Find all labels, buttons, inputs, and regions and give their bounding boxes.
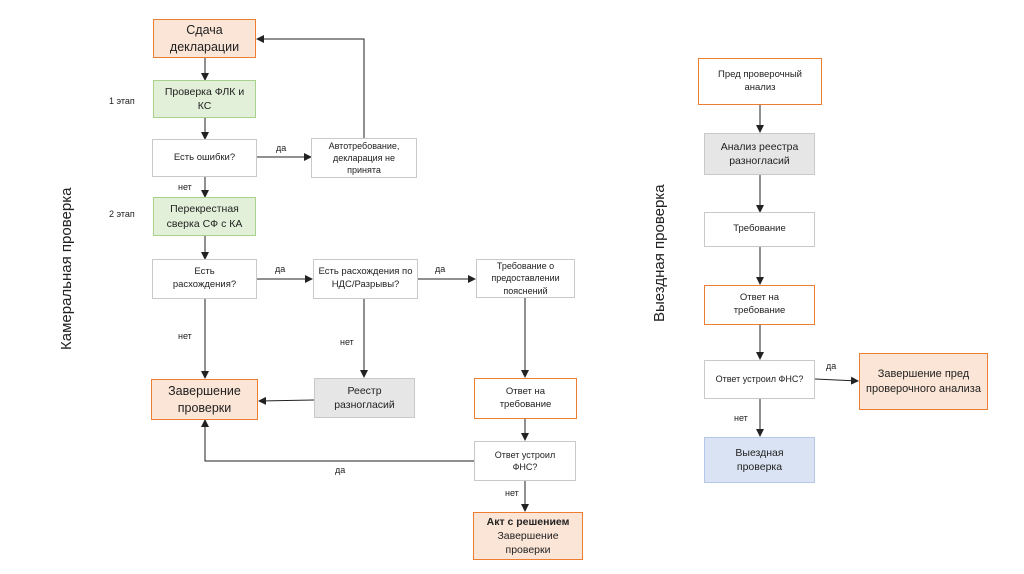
node-request-r: Требование bbox=[704, 212, 815, 247]
node-response-r-text: Ответ на требование bbox=[733, 292, 786, 316]
edge-label-disc-yes: да bbox=[275, 264, 286, 274]
node-request-r-text: Требование bbox=[733, 223, 786, 235]
node-completion: Завершение проверки bbox=[151, 379, 258, 420]
node-discrepancies-question-text: Есть расхождения? bbox=[172, 266, 237, 290]
node-response-r: Ответ на требование bbox=[704, 285, 815, 325]
node-response: Ответ на требование bbox=[474, 378, 577, 419]
node-act: Акт с решением Завершение проверки bbox=[473, 512, 583, 560]
node-pre-analysis-text: Пред проверочный анализ bbox=[718, 68, 802, 93]
edge-label-vat-no: нет bbox=[340, 337, 354, 347]
arrow-fns-back-to-completion bbox=[201, 419, 474, 462]
node-pre-completion-text: Завершение пред проверочного анализа bbox=[866, 367, 981, 395]
node-submission: Сдача декларации bbox=[153, 19, 256, 58]
node-explanations-request-text: Требование о предоставлении пояснений bbox=[491, 261, 560, 296]
node-registry-analysis: Анализ реестра разногласий bbox=[704, 133, 815, 175]
edge-label-disc-no: нет bbox=[178, 331, 192, 341]
node-fns-satisfied-question-r-text: Ответ устроил ФНС? bbox=[715, 374, 804, 385]
edge-label-fns-yes: да bbox=[335, 465, 346, 475]
node-submission-text: Сдача декларации bbox=[169, 22, 240, 54]
edge-label-fns-no: нет bbox=[505, 488, 519, 498]
node-errors-question-text: Есть ошибки? bbox=[173, 151, 236, 163]
node-vat-discrepancies-question: Есть расхождения по НДС/Разрывы? bbox=[313, 259, 418, 299]
node-pre-completion: Завершение пред проверочного анализа bbox=[859, 353, 988, 410]
node-field-audit-text: Выездная проверка bbox=[735, 446, 784, 473]
arrow-fns-to-pre-completion bbox=[814, 376, 859, 385]
node-flk-check-text: Проверка ФЛК и КС bbox=[164, 85, 245, 112]
edge-label-errors-no: нет bbox=[178, 182, 192, 192]
node-act-subtitle: Завершение проверки bbox=[497, 529, 559, 557]
arrow-auto-back-to-submission bbox=[256, 35, 365, 138]
node-response-text: Ответ на требование bbox=[499, 385, 552, 410]
stage-2-label: 2 этап bbox=[109, 209, 135, 219]
node-fns-satisfied-question-r: Ответ устроил ФНС? bbox=[704, 360, 815, 399]
edge-label-r-fns-yes: да bbox=[826, 361, 837, 371]
node-fns-satisfied-question-text: Ответ устроил ФНС? bbox=[494, 449, 556, 472]
node-pre-analysis: Пред проверочный анализ bbox=[698, 58, 822, 105]
arrow-registry-to-completion bbox=[258, 396, 315, 405]
node-completion-text: Завершение проверки bbox=[168, 383, 241, 415]
node-auto-request-text: Автотребование, декларация не принята bbox=[328, 140, 400, 176]
node-flk-check: Проверка ФЛК и КС bbox=[153, 80, 256, 118]
node-vat-discrepancies-question-text: Есть расхождения по НДС/Разрывы? bbox=[318, 266, 413, 290]
node-discrepancies-question: Есть расхождения? bbox=[152, 259, 257, 299]
node-registry: Реестр разногласий bbox=[314, 378, 415, 418]
left-section-title: Камеральная проверка bbox=[58, 187, 75, 350]
edge-label-r-fns-no: нет bbox=[734, 413, 748, 423]
node-auto-request: Автотребование, декларация не принята bbox=[311, 138, 417, 178]
stage-1-label: 1 этап bbox=[109, 96, 135, 106]
node-cross-check-text: Перекрестная сверка СФ с КА bbox=[166, 203, 243, 230]
node-fns-satisfied-question: Ответ устроил ФНС? bbox=[474, 441, 576, 481]
edge-label-vat-yes: да bbox=[435, 264, 446, 274]
node-registry-analysis-text: Анализ реестра разногласий bbox=[720, 140, 799, 167]
edge-label-errors-yes: да bbox=[276, 143, 287, 153]
node-errors-question: Есть ошибки? bbox=[152, 139, 257, 177]
node-explanations-request: Требование о предоставлении пояснений bbox=[476, 259, 575, 298]
node-cross-check: Перекрестная сверка СФ с КА bbox=[153, 197, 256, 236]
node-registry-text: Реестр разногласий bbox=[334, 384, 395, 411]
node-field-audit: Выездная проверка bbox=[704, 437, 815, 483]
right-section-title: Выездная проверка bbox=[651, 184, 668, 322]
node-act-title: Акт с решением bbox=[486, 515, 570, 528]
